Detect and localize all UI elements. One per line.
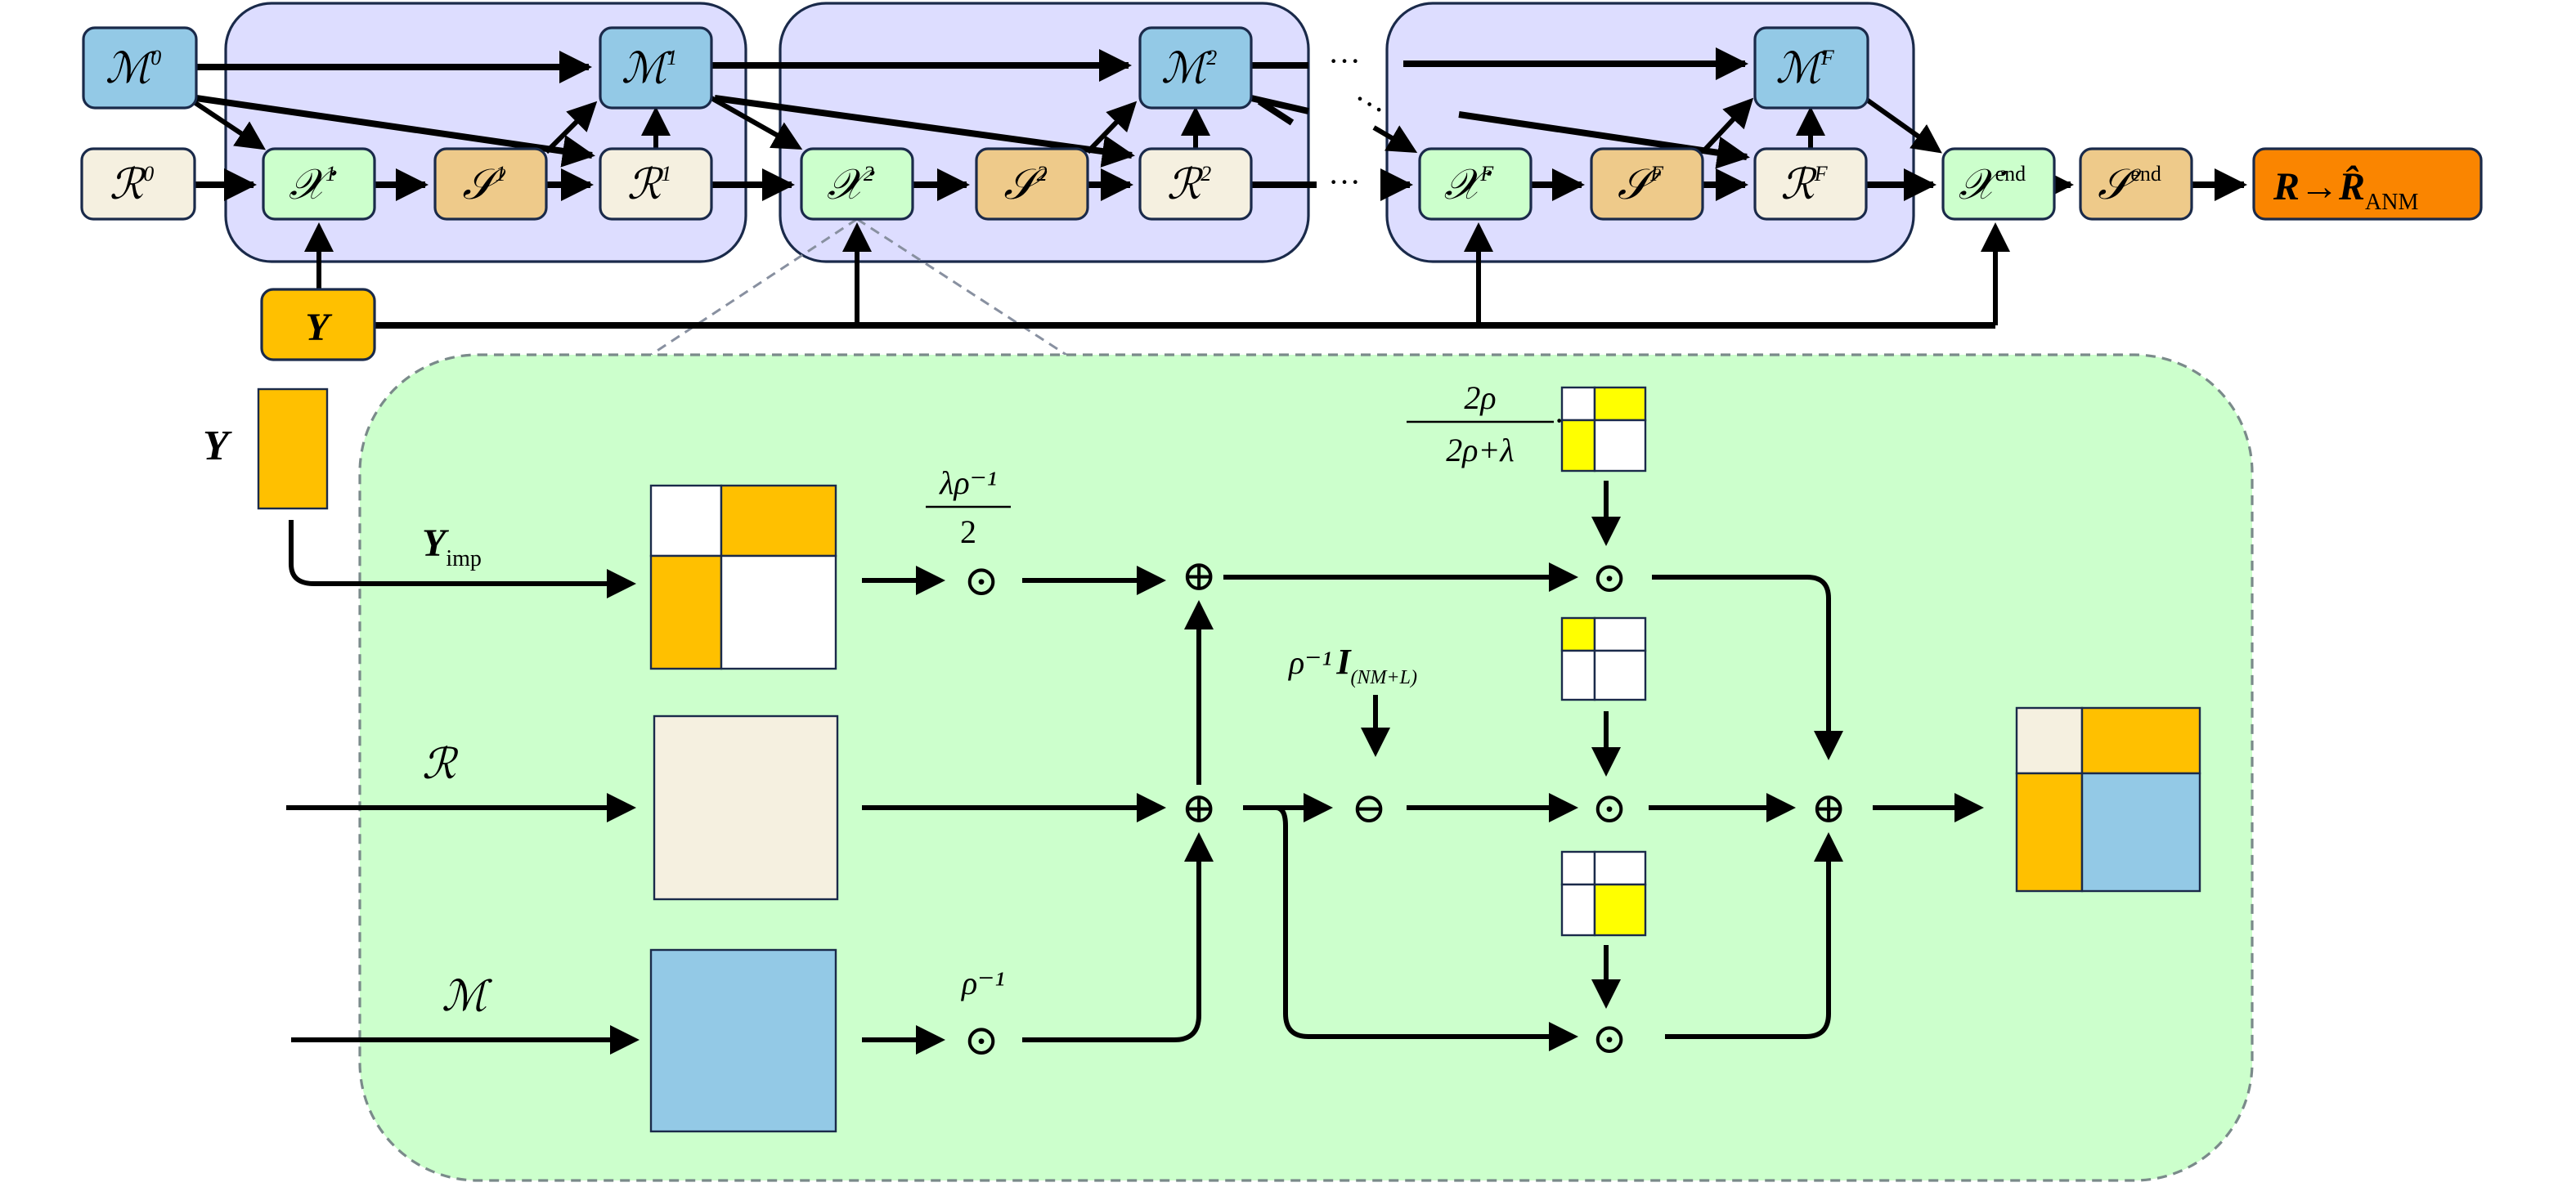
node-s2: 𝒮2	[975, 147, 1089, 221]
svg-text:ℳ0: ℳ0	[105, 46, 162, 92]
zoom-guide-left	[650, 217, 858, 356]
node-send: 𝒮end	[2079, 147, 2193, 221]
svg-text:ℛ0: ℛ0	[110, 162, 155, 208]
mask-top-left	[1560, 616, 1647, 701]
svg-text:ℛ1: ℛ1	[627, 162, 672, 208]
node-m2: ℳ2	[1138, 26, 1253, 110]
node-xf: 𝒳F	[1418, 147, 1533, 221]
svg-text:2ρ: 2ρ	[1464, 379, 1496, 416]
y-imp-label: Yimp	[422, 522, 482, 571]
m-label: ℳ	[442, 974, 492, 1020]
coef-lambda-rho: λρ⁻¹ 2	[926, 464, 1011, 550]
detail-panel	[358, 353, 2254, 1182]
svg-text:ℛF: ℛF	[1780, 162, 1829, 208]
svg-text:2ρ+λ: 2ρ+λ	[1446, 432, 1515, 468]
svg-text:Y: Y	[305, 306, 332, 349]
node-r0: ℛ0	[80, 147, 196, 221]
add-op-3: ⊕	[1811, 786, 1847, 832]
y-vector-block	[257, 387, 329, 510]
svg-text:ℳ1: ℳ1	[622, 46, 678, 92]
detail-arrows	[286, 481, 1984, 1055]
dots-M: ···	[1328, 43, 1361, 79]
r-label: ℛ	[422, 741, 459, 788]
svg-text:ℳ2: ℳ2	[1161, 46, 1218, 92]
hadamard-op-3: ⊙	[1591, 786, 1627, 832]
svg-text:2: 2	[960, 513, 976, 550]
mask-offdiag	[1560, 386, 1647, 473]
node-x2: 𝒳2	[800, 147, 914, 221]
node-sf: 𝒮F	[1590, 147, 1704, 221]
node-output-r-anm: R→R̂ANM	[2252, 147, 2483, 221]
zoom-guide-right	[856, 217, 1067, 356]
node-m1: ℳ1	[599, 26, 713, 110]
node-mf: ℳF	[1753, 26, 1869, 110]
node-xend: 𝒳end	[1941, 147, 2056, 221]
add-op-2: ⊕	[1181, 786, 1217, 832]
svg-text:𝒮end: 𝒮end	[2098, 162, 2161, 208]
svg-text:𝒳end: 𝒳end	[1959, 162, 2026, 208]
output-matrix	[2015, 706, 2201, 893]
y-label: Y	[203, 423, 232, 469]
mask-bottom-right	[1560, 850, 1647, 937]
node-s1: 𝒮1	[433, 147, 548, 221]
r-matrix	[653, 714, 839, 901]
dots-R: ···	[1328, 163, 1361, 200]
node-r2: ℛ2	[1138, 147, 1253, 221]
svg-text:ℳF: ℳF	[1775, 46, 1835, 92]
m-matrix	[649, 948, 837, 1133]
coef-rho-inv: ρ⁻¹	[960, 965, 1004, 1001]
svg-text:λρ⁻¹: λρ⁻¹	[939, 464, 997, 501]
add-op-1: ⊕	[1181, 553, 1217, 600]
node-r1: ℛ1	[599, 147, 713, 221]
svg-text:ℛ2: ℛ2	[1167, 162, 1212, 208]
hadamard-op-4: ⊙	[1591, 1016, 1627, 1063]
subtract-op: ⊖	[1351, 786, 1387, 832]
node-m0: ℳ0	[82, 26, 198, 110]
svg-text:R→R̂ANM: R→R̂ANM	[2273, 164, 2418, 215]
svg-text:𝒮2: 𝒮2	[1003, 162, 1048, 208]
node-y: Y	[260, 288, 376, 361]
node-rf: ℛF	[1753, 147, 1868, 221]
y-imp-matrix	[649, 484, 837, 670]
hadamard-op-1: ⊙	[963, 558, 999, 605]
hadamard-op-5: ⊙	[963, 1018, 999, 1064]
hadamard-op-2: ⊙	[1591, 555, 1627, 602]
coef-2rho: 2ρ 2ρ+λ ·	[1407, 379, 1564, 468]
top-arrows	[191, 47, 2247, 329]
node-x1: 𝒳1	[262, 147, 376, 221]
